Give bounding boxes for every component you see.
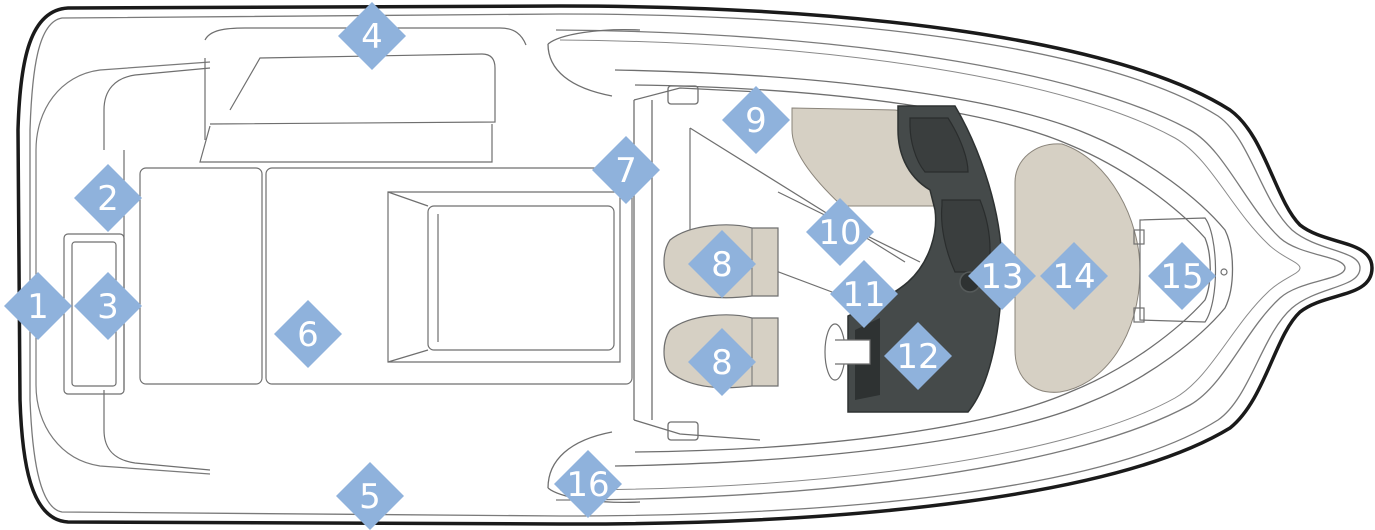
cleat-bottom [667,421,699,441]
hull [16,4,1374,526]
marker-label: 3 [97,287,119,327]
marker-12: 12 [884,322,952,390]
port-backrest [209,53,496,125]
marker-label: 4 [361,17,383,57]
aft-deck [63,67,211,471]
marker-diamond [1040,242,1108,310]
bench-cushion-right [265,167,633,385]
marker-diamond [830,260,898,328]
marker-6: 6 [274,300,342,368]
port-backrest-line [199,124,493,163]
marker-label: 14 [1052,257,1095,297]
marker-diamond [968,242,1036,310]
marker-diamond [74,164,142,232]
hinge-bottom [1133,307,1145,323]
marker-1: 1 [4,272,72,340]
marker-diamond [806,198,874,266]
marker-label: 1 [27,287,49,327]
marker-16: 16 [554,450,622,518]
marker-label: 6 [297,315,319,355]
hull-outline [16,4,1374,526]
bow-rail [555,29,1346,501]
marker-13: 13 [968,242,1036,310]
port-side-step-curve [547,43,613,97]
marker-label: 10 [818,213,861,253]
bow-deck-boundary [614,69,1234,467]
marker-4: 4 [338,2,406,70]
bow-rail-inner [559,39,1301,491]
bow-eye [1220,268,1228,276]
hinge-top [1133,229,1145,245]
console-diagonal-1 [689,127,906,263]
marker-2: 2 [74,164,142,232]
marker-diamond [592,136,660,204]
marker-diamond [4,272,72,340]
marker-label: 15 [1160,257,1203,297]
port-lounge [199,27,527,163]
marker-label: 5 [359,477,381,517]
marker-label: 11 [842,275,885,315]
marker-diamond [74,272,142,340]
marker-3: 3 [74,272,142,340]
steering-column [835,339,871,365]
marker-10: 10 [806,198,874,266]
stern-corner-top [35,61,211,151]
marker-5: 5 [336,462,404,530]
marker-diamond [688,230,756,298]
anchor-locker [1133,217,1228,323]
dashboard-panel-top [909,117,969,173]
marker-label: 2 [97,179,119,219]
aft-side-bottom [103,390,211,471]
aft-side-top [103,67,211,150]
marker-diamond [884,322,952,390]
helm-seat-bottom-back [751,317,779,387]
marker-7: 7 [592,136,660,204]
marker-diamond [336,462,404,530]
marker-diamond [274,300,342,368]
marker-diamond [338,2,406,70]
marker-9: 9 [722,86,790,154]
marker-label: 13 [980,257,1023,297]
table-bevel-top [387,191,429,207]
marker-8b: 8 [688,328,756,396]
marker-label: 16 [566,465,609,505]
marker-11: 11 [830,260,898,328]
marker-label: 9 [745,101,767,141]
cleat-top [667,85,699,105]
hull-gunwale-inner [29,13,1361,517]
windscreen-curve-top [633,87,761,101]
marker-diamond [554,450,622,518]
marker-15: 15 [1148,242,1216,310]
marker-label: 8 [711,343,733,383]
rear-bench [139,167,633,385]
marker-8a: 8 [688,230,756,298]
windscreen-curve-bottom [633,419,761,441]
marker-label: 8 [711,245,733,285]
marker-diamond [722,86,790,154]
stbd-side-step-curve [547,431,613,489]
marker-label: 7 [615,151,637,191]
bench-cushion-left [139,167,263,385]
port-side-step [547,28,641,45]
anchor-locker-lid [1139,217,1217,323]
steering-wheel [824,323,871,381]
stern-corner-bottom [35,384,211,475]
marker-diamond [1148,242,1216,310]
marker-diamond [688,328,756,396]
marker-label: 12 [896,337,939,377]
table-bevel-bottom [387,349,429,363]
marker-14: 14 [1040,242,1108,310]
table-base [387,191,621,363]
table-top [427,205,615,351]
